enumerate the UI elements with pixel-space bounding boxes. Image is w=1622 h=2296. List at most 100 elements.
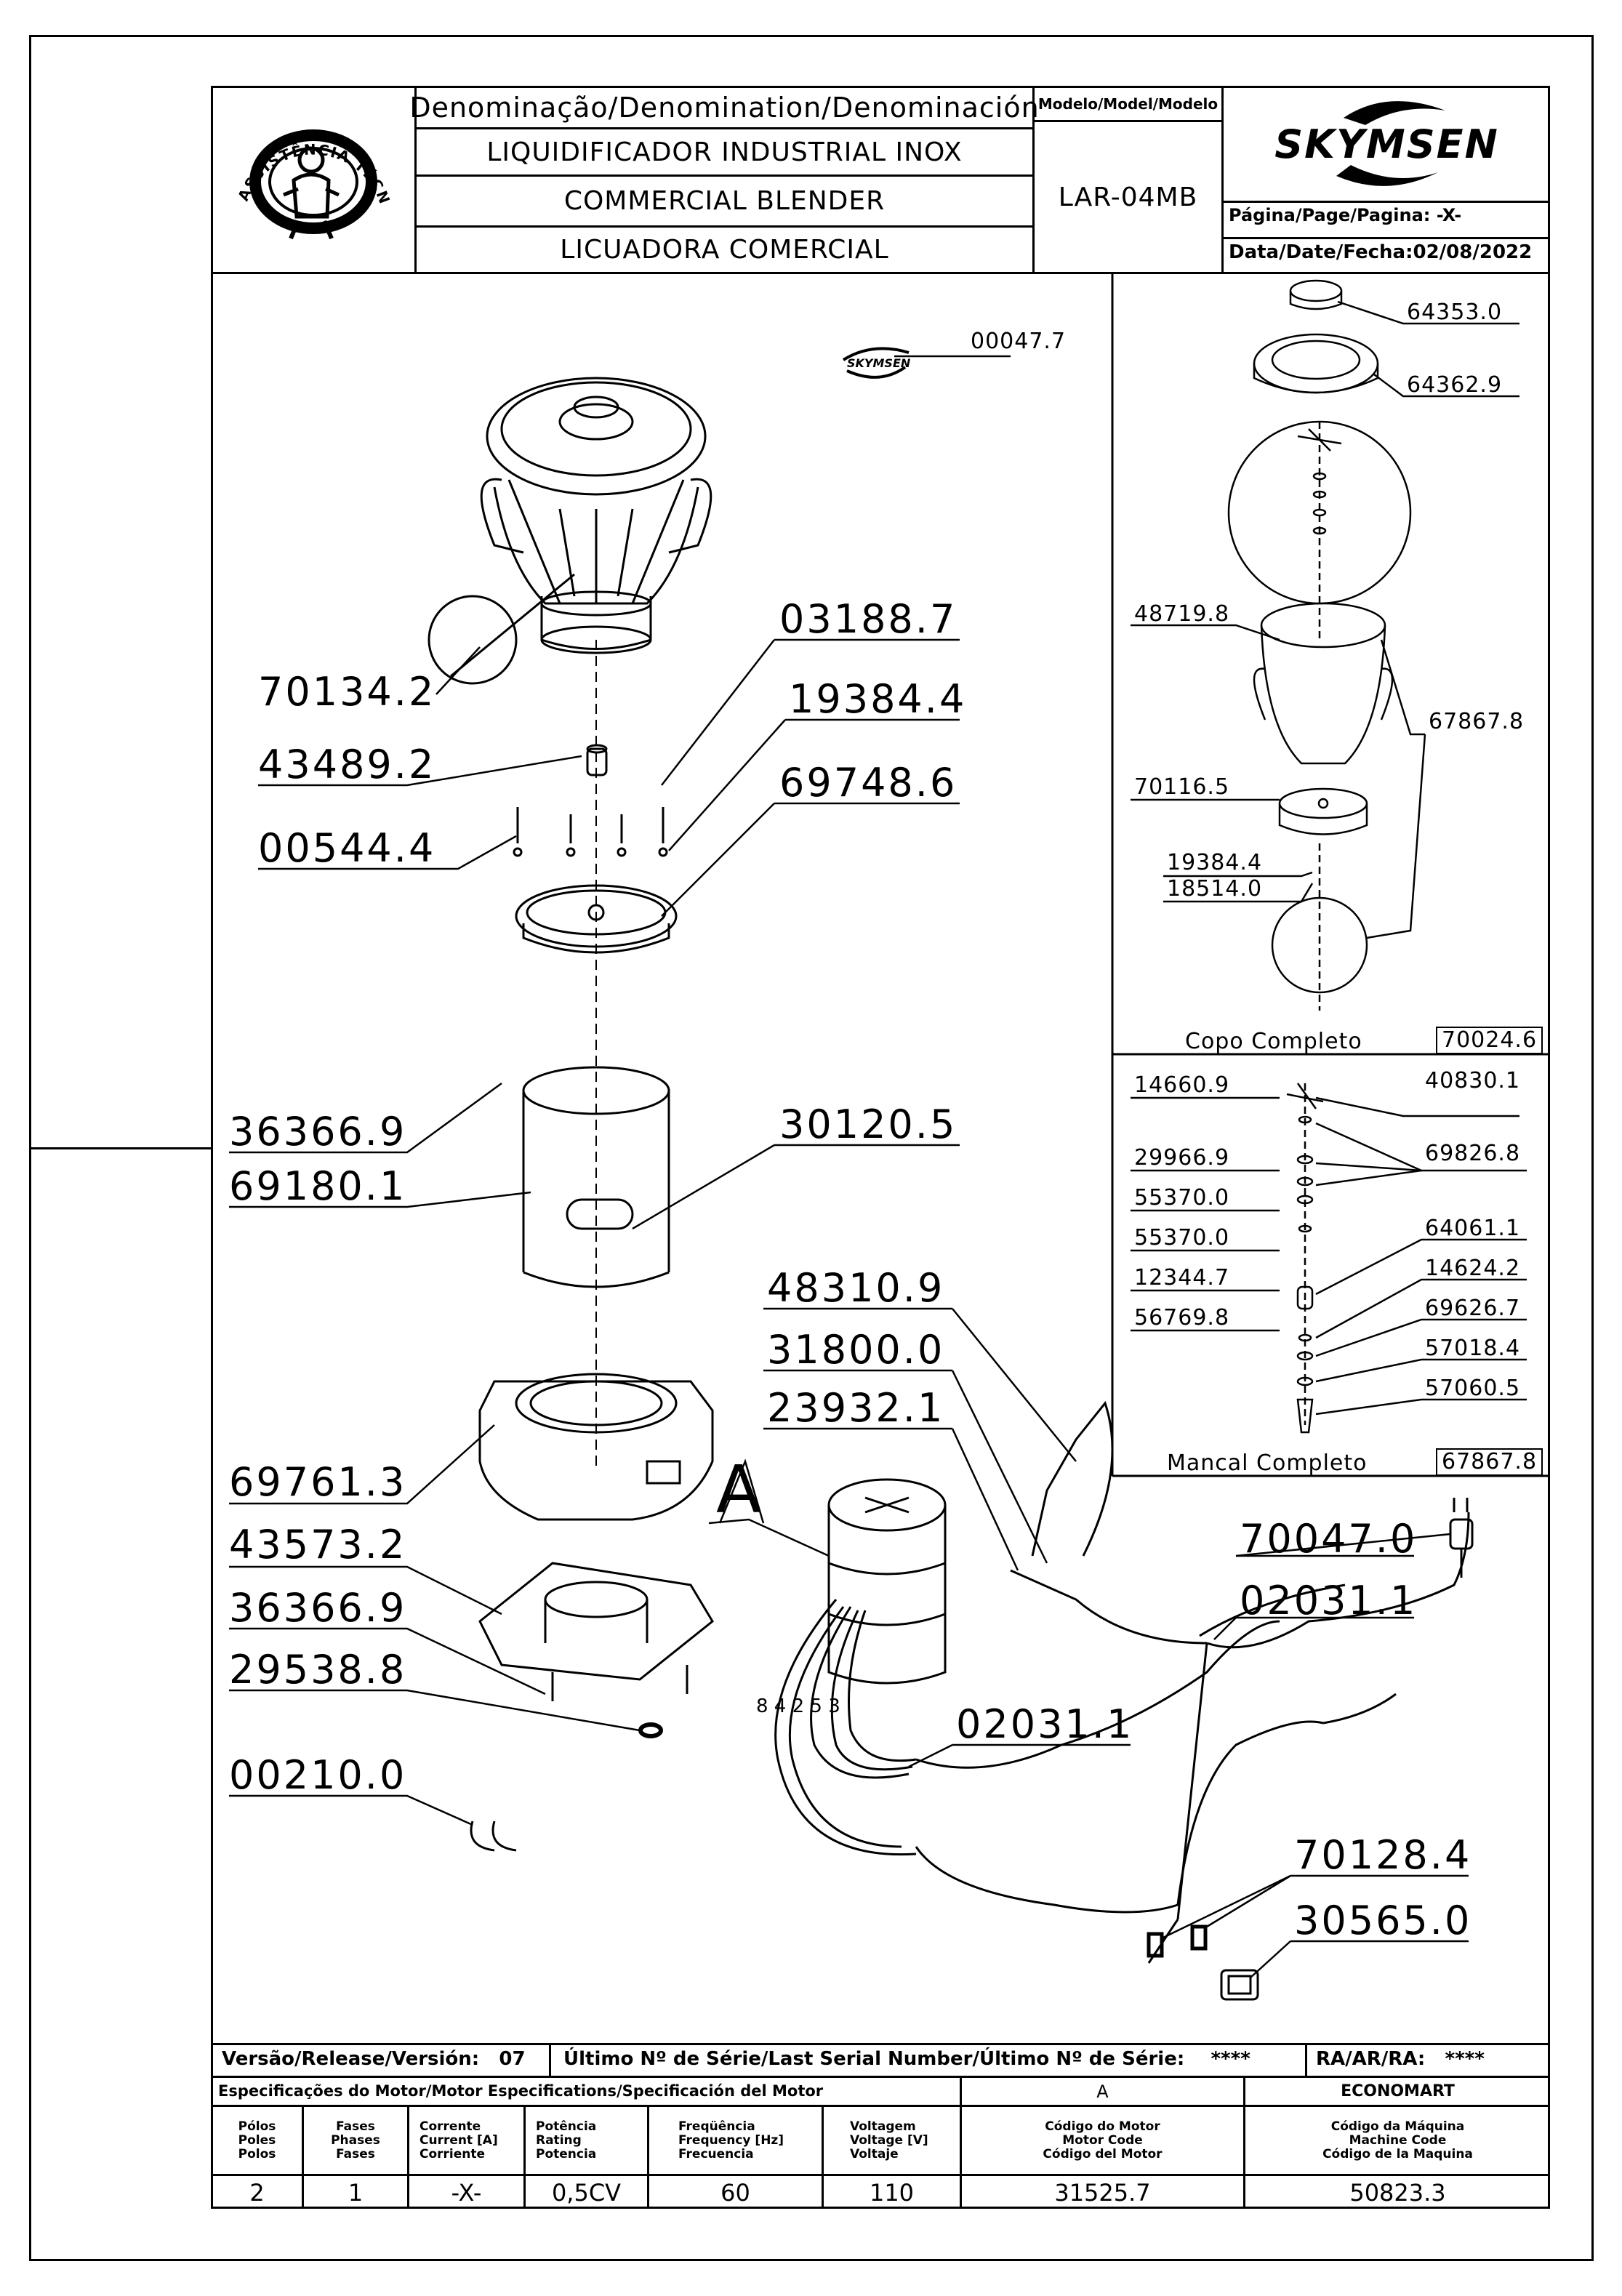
header-frequency: Freqüência Frequency [Hz] Frecuencia <box>678 2119 784 2161</box>
denomination-header: Denominação/Denomination/Denominación <box>409 91 1040 124</box>
tb-h4 <box>1032 120 1223 122</box>
side-part-70116-5: 70116.5 <box>1134 774 1230 800</box>
motor-col-label: A <box>1096 2081 1109 2102</box>
part-69180-1: 69180.1 <box>229 1163 407 1209</box>
footer-v-3 <box>523 2105 526 2209</box>
side-part-67867-8: 67867.8 <box>1429 709 1525 734</box>
part-36366-9-sleeve: 36366.9 <box>229 1109 407 1155</box>
copo-completo-code: 70024.6 <box>1436 1027 1543 1054</box>
version-value: 07 <box>499 2048 526 2070</box>
title-block-bottom <box>211 272 1550 274</box>
footer-v-6 <box>960 2076 962 2209</box>
part-48310-9: 48310.9 <box>767 1265 945 1311</box>
bottom-plate <box>478 1562 714 1738</box>
side-part-64061-1: 64061.1 <box>1425 1216 1521 1241</box>
blender-jar <box>480 377 712 654</box>
version-label: Versão/Release/Versión: 07 <box>222 2048 526 2070</box>
value-machine-code: 50823.3 <box>1349 2178 1446 2207</box>
model-value: LAR-04MB <box>1058 182 1198 212</box>
cable-clip <box>470 1821 517 1852</box>
side-part-56769-8: 56769.8 <box>1134 1305 1230 1330</box>
value-frequency: 60 <box>720 2178 750 2207</box>
serial-label: Último Nº de Série/Last Serial Number/Úl… <box>563 2048 1250 2070</box>
side-part-40830-1: 40830.1 <box>1425 1068 1521 1093</box>
ra-label: RA/AR/RA: **** <box>1316 2048 1485 2070</box>
coupler <box>586 744 608 776</box>
footer-v-r1b <box>1305 2043 1307 2077</box>
leader-lines <box>229 355 1469 1978</box>
footer-line-4 <box>211 2174 1550 2176</box>
name-pt: LIQUIDIFICADOR INDUSTRIAL INOX <box>486 137 963 167</box>
date-label: Data/Date/Fecha:02/08/2022 <box>1229 241 1533 263</box>
header-machine-code: Código da Máquina Machine Code Código de… <box>1322 2119 1473 2161</box>
part-43573-2: 43573.2 <box>229 1522 407 1568</box>
mancal-completo-code: 67867.8 <box>1436 1448 1543 1476</box>
side-part-69626-7: 69626.7 <box>1425 1296 1521 1321</box>
top-base-plate <box>515 884 678 954</box>
page-value: -X- <box>1436 205 1462 225</box>
machine-col-label: ECONOMART <box>1341 2082 1455 2100</box>
value-phases: 1 <box>348 2178 364 2207</box>
footer-v-1 <box>302 2105 304 2209</box>
side-part-18514-0: 18514.0 <box>1167 876 1263 902</box>
tb-sep-3 <box>1221 86 1224 273</box>
brand-name: SKYMSEN <box>1274 121 1499 167</box>
serial-value: **** <box>1211 2048 1250 2070</box>
screws-00544 <box>513 807 668 857</box>
footer-v-5 <box>822 2105 824 2209</box>
part-02031-1-motor: 02031.1 <box>956 1701 1134 1747</box>
part-19384-4: 19384.4 <box>789 676 967 722</box>
header-voltage: Voltagem Voltage [V] Voltaje <box>850 2119 928 2161</box>
side-part-12344-7: 12344.7 <box>1134 1265 1230 1291</box>
part-29538-8: 29538.8 <box>229 1647 407 1693</box>
value-current: -X- <box>451 2178 482 2207</box>
side-part-64353-0: 64353.0 <box>1407 300 1503 325</box>
side-part-57060-5: 57060.5 <box>1425 1376 1521 1401</box>
side-panel-graphics <box>1111 273 1550 1477</box>
value-voltage: 110 <box>869 2178 915 2207</box>
part-31800-0: 31800.0 <box>767 1327 945 1373</box>
side-part-14660-9: 14660.9 <box>1134 1072 1230 1098</box>
part-69761-3: 69761.3 <box>229 1459 407 1505</box>
motor <box>827 1478 947 1685</box>
part-30565-0: 30565.0 <box>1294 1898 1472 1943</box>
mancal-completo-label: Mancal Completo <box>1167 1450 1368 1476</box>
part-43489-2: 43489.2 <box>258 742 436 787</box>
header-motor-code: Código do Motor Motor Code Código del Mo… <box>1043 2119 1163 2161</box>
authorized-assistance-seal: ASSISTÊNCIA TÉCNICA AUTORIZADA <box>218 93 393 240</box>
copo-completo-label: Copo Completo <box>1185 1029 1362 1054</box>
ra-value: **** <box>1445 2048 1485 2070</box>
tb-h2 <box>414 174 1034 177</box>
margin-mark <box>29 1147 211 1149</box>
skymsen-decal-text: SKYMSEN <box>847 356 911 370</box>
footer-v-7 <box>1243 2076 1245 2209</box>
part-30120-5: 30120.5 <box>779 1101 957 1147</box>
tb-h6 <box>1221 237 1550 239</box>
header-rating: Potência Rating Potencia <box>536 2119 597 2161</box>
power-switch <box>1147 1924 1259 2001</box>
model-header: Modelo/Model/Modelo <box>1037 95 1218 113</box>
side-part-19384-4: 19384.4 <box>1167 850 1263 875</box>
base-housing <box>478 1373 714 1521</box>
wire-numbers: 8 4 2 5 3 <box>756 1695 840 1717</box>
part-70134-2: 70134.2 <box>258 669 436 715</box>
part-70128-4: 70128.4 <box>1294 1832 1472 1878</box>
motor-spec-label: Especificações do Motor/Motor Especifica… <box>218 2082 824 2100</box>
skymsen-swoosh-icon <box>1336 101 1445 186</box>
skymsen-decal-icon <box>842 347 910 379</box>
part-00544-4: 00544.4 <box>258 825 436 871</box>
header-phases: Fases Phases Fases <box>331 2119 380 2161</box>
side-part-64362-9: 64362.9 <box>1407 372 1503 398</box>
tb-h3 <box>414 225 1034 228</box>
name-en: COMMERCIAL BLENDER <box>563 186 886 216</box>
side-part-69826-8: 69826.8 <box>1425 1141 1521 1166</box>
side-part-48719-8: 48719.8 <box>1134 601 1230 627</box>
value-poles: 2 <box>249 2178 265 2207</box>
header-current: Corrente Current [A] Corriente <box>419 2119 498 2161</box>
part-00210-0: 00210.0 <box>229 1752 407 1798</box>
date-value: 02/08/2022 <box>1413 241 1533 263</box>
tb-sep-1 <box>414 86 417 273</box>
page-label: Página/Page/Pagina: -X- <box>1229 205 1462 225</box>
skymsen-logo: SKYMSEN <box>1224 87 1550 201</box>
